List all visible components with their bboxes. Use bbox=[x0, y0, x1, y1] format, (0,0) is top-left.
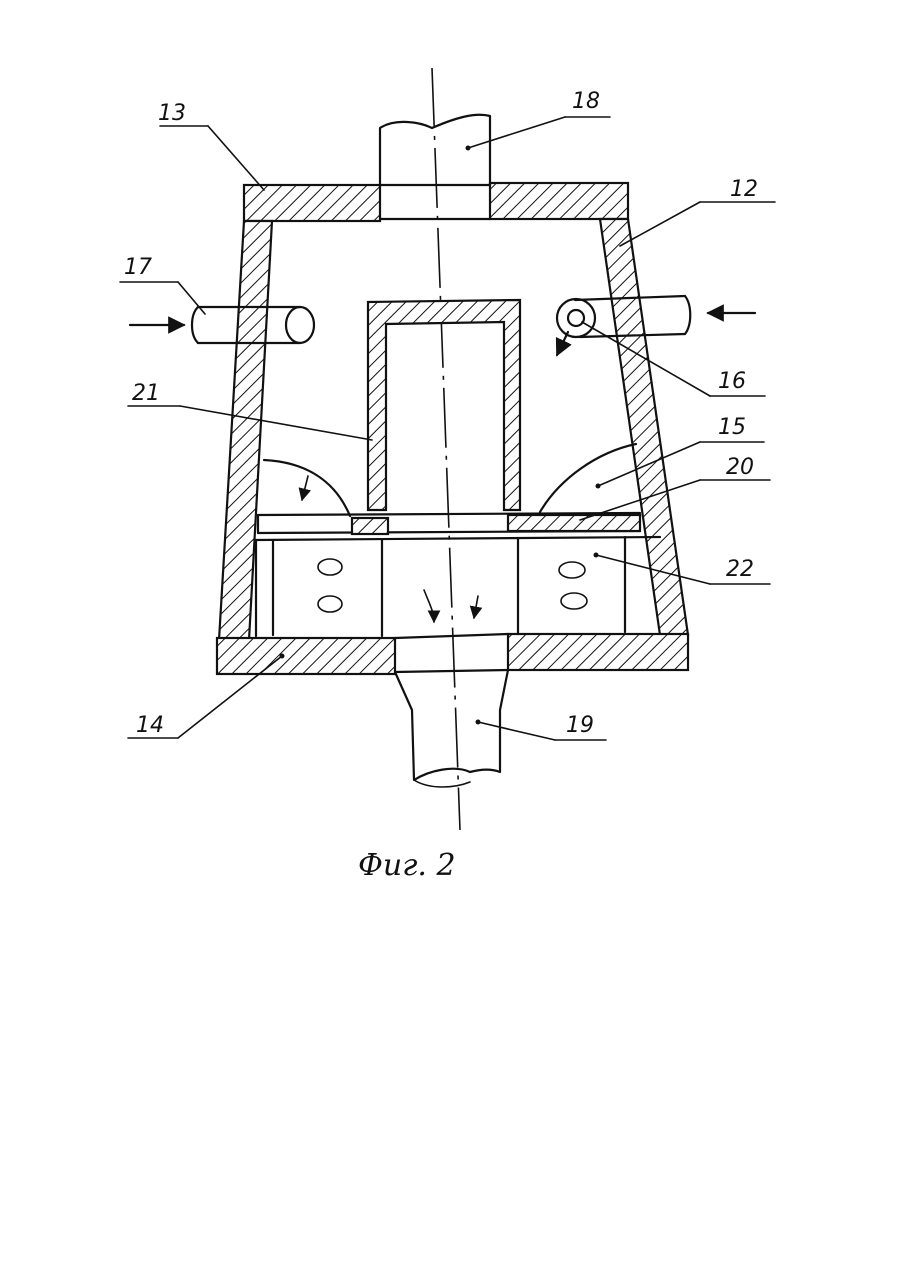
label-18: 18 bbox=[572, 89, 600, 114]
outlet-pipe-19 bbox=[395, 670, 508, 787]
label-22: 22 bbox=[726, 557, 754, 582]
label-21: 21 bbox=[132, 381, 160, 406]
flow-deflectors-15 bbox=[264, 444, 636, 516]
inlet-pipe-17 bbox=[130, 307, 314, 343]
label-16: 16 bbox=[718, 369, 746, 394]
label-20: 20 bbox=[726, 455, 754, 480]
label-15: 15 bbox=[718, 415, 746, 440]
swirl-chamber-22 bbox=[256, 537, 660, 636]
center-axis-line bbox=[432, 68, 460, 830]
label-19: 19 bbox=[566, 713, 594, 738]
label-12: 12 bbox=[730, 177, 758, 202]
label-17: 17 bbox=[124, 255, 152, 280]
label-14: 14 bbox=[136, 713, 164, 738]
figure-caption: Фиг. 2 bbox=[358, 848, 456, 883]
housing-right-wall-12 bbox=[600, 219, 688, 635]
label-13: 13 bbox=[158, 101, 186, 126]
housing-left-wall bbox=[219, 221, 272, 640]
